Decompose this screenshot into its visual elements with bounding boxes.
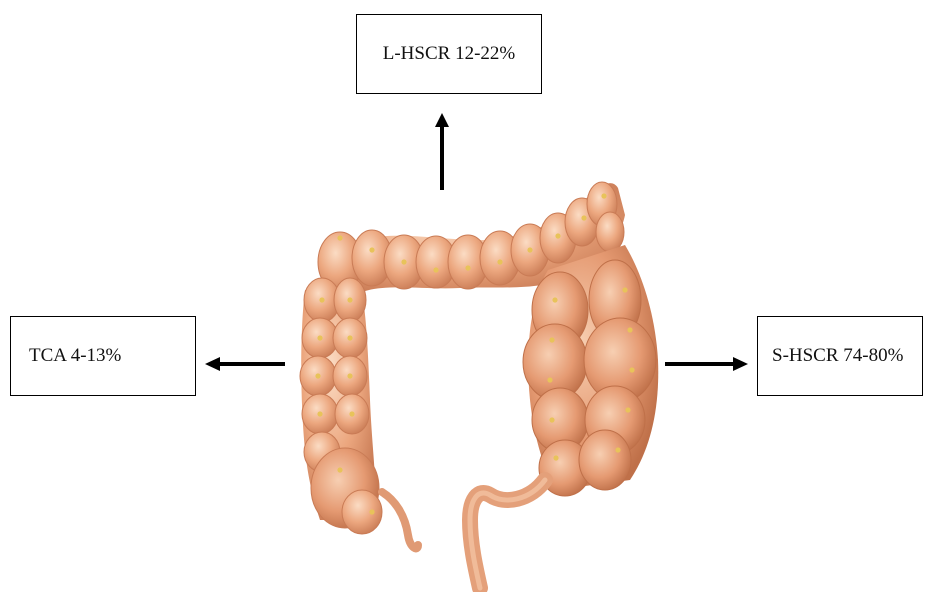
label-box-s-hscr: S-HSCR 74-80% xyxy=(757,316,923,396)
label-box-l-hscr: L-HSCR 12-22% xyxy=(356,14,542,94)
label-tca-text: TCA 4-13% xyxy=(29,345,121,367)
label-l-hscr-text: L-HSCR 12-22% xyxy=(383,43,515,65)
arrow-left-icon xyxy=(205,357,285,371)
arrow-up-icon xyxy=(435,113,449,190)
label-box-tca: TCA 4-13% xyxy=(10,316,196,396)
colon-illustration xyxy=(300,182,658,588)
arrow-right-icon xyxy=(665,357,748,371)
label-s-hscr-text: S-HSCR 74-80% xyxy=(772,345,903,367)
